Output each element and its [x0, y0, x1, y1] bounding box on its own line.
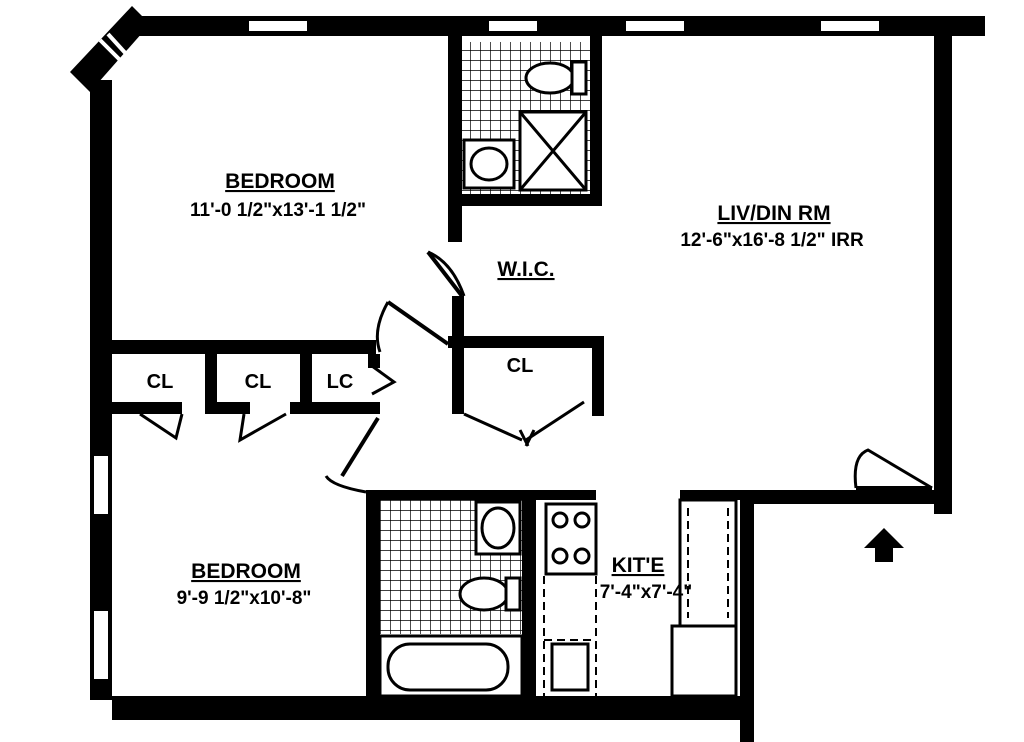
- livdin-label: LIV/DIN RM: [717, 202, 830, 225]
- closet-2-label: CL: [245, 371, 272, 393]
- exterior-walls: [70, 6, 985, 742]
- closet-1-label: CL: [147, 371, 174, 393]
- bedroom-upper-dims: 11'-0 1/2"x13'-1 1/2": [190, 200, 366, 221]
- kitchen-dims: 7'-4"x7'-4": [600, 582, 693, 603]
- hall-closet-label: CL: [507, 355, 534, 377]
- doors: [139, 250, 933, 494]
- windows: [92, 19, 881, 681]
- kitchen-fixtures: [543, 498, 738, 700]
- bedroom-lower-label: BEDROOM: [191, 560, 301, 583]
- bathroom-lower: [378, 500, 524, 698]
- up-arrow-icon: [864, 528, 904, 562]
- linen-closet-label: LC: [327, 371, 354, 393]
- bedroom-lower-dims: 9'-9 1/2"x10'-8": [177, 588, 312, 609]
- kitchen-label: KIT'E: [612, 554, 665, 577]
- wic-label: W.I.C.: [497, 258, 554, 281]
- bathroom-upper: [462, 42, 590, 194]
- livdin-dims: 12'-6"x16'-8 1/2" IRR: [680, 230, 864, 251]
- interior-walls: [112, 36, 740, 696]
- bedroom-upper-label: BEDROOM: [225, 170, 335, 193]
